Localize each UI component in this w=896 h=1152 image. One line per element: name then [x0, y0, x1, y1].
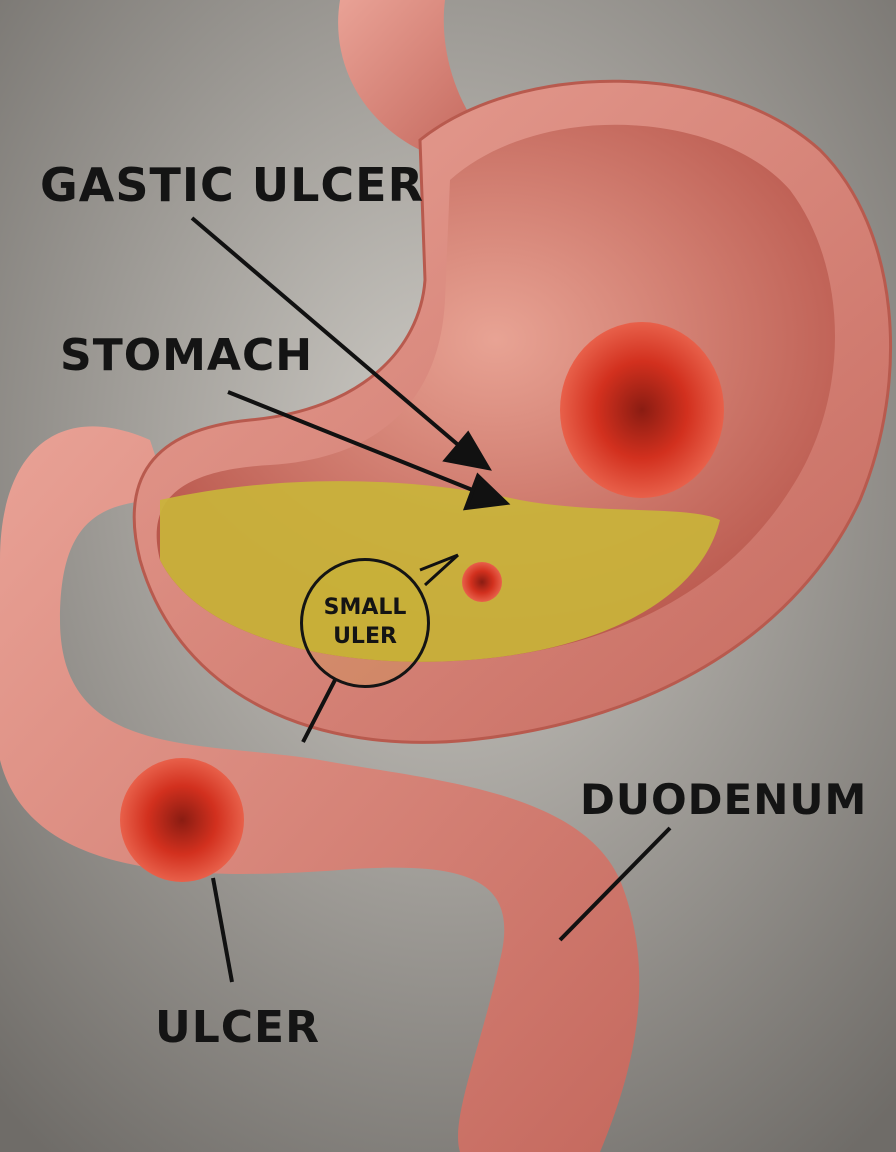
small-ulcer — [462, 562, 502, 602]
small-ulcer-leader — [301, 679, 337, 743]
gastric-ulcer-arrow — [190, 216, 472, 457]
label-small-ulcer-line1: SMALL — [323, 595, 407, 621]
duodenal-ulcer — [120, 758, 244, 882]
small-ulcer-pointer — [419, 553, 459, 572]
label-gastric-ulcer: GASTIC ULCER — [40, 158, 425, 212]
label-duodenum: DUODENUM — [580, 775, 868, 824]
label-ulcer: ULCER — [155, 1002, 320, 1053]
label-small-ulcer-line2: ULER — [333, 624, 397, 649]
stomach-arrow — [227, 390, 486, 497]
gastric-ulcer — [560, 322, 724, 498]
label-small-ulcer: SMALL ULER — [300, 558, 430, 688]
esophagus — [338, 0, 480, 150]
ulcer-leader — [211, 877, 234, 983]
label-stomach: STOMACH — [60, 330, 314, 381]
duodenum — [0, 426, 640, 1152]
duodenum-leader — [558, 826, 672, 942]
